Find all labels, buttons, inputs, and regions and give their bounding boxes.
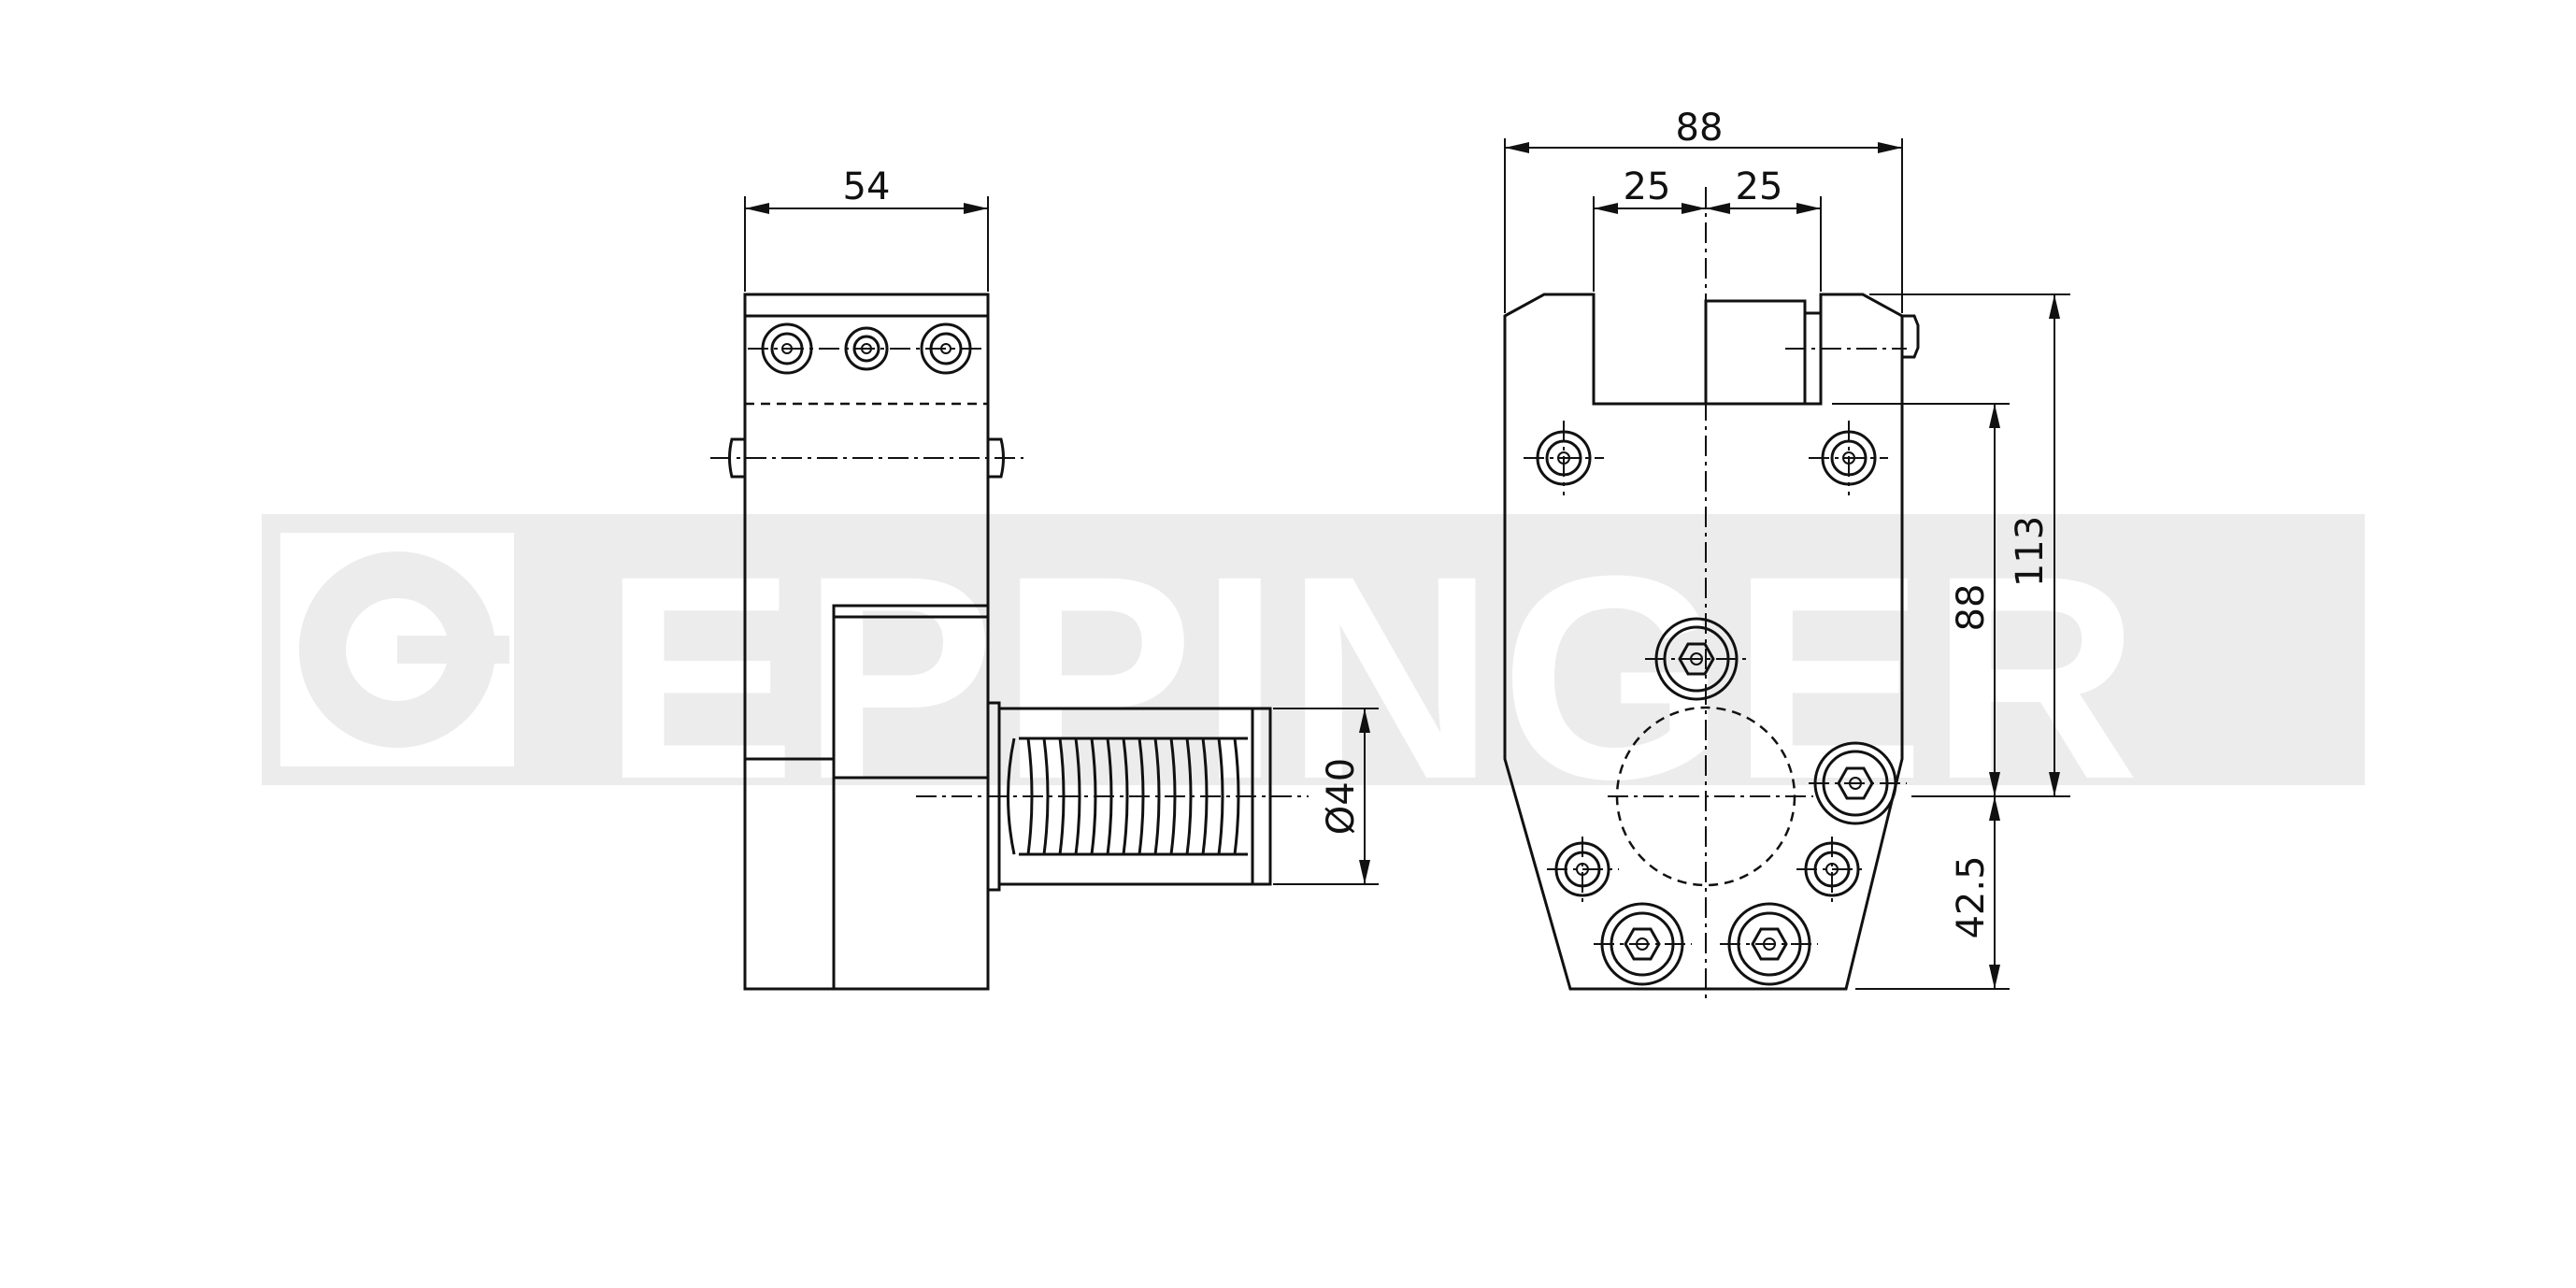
dim-25-left-label: 25 (1624, 165, 1671, 208)
front-view: 88 25 25 113 88 (1503, 107, 2070, 998)
thread-rib (1217, 737, 1224, 855)
watermark-logo (280, 533, 514, 766)
thread-rib (1042, 737, 1050, 855)
dim-42-5-label: 42.5 (1950, 855, 1993, 938)
front-screws (1524, 421, 1907, 986)
thread-rib (1074, 737, 1081, 855)
dim-54: 54 (744, 165, 989, 292)
front-body-outline (1503, 293, 1904, 991)
dim-diameter-label: Ø40 (1320, 758, 1363, 835)
dim-88-height-label: 88 (1950, 584, 1993, 632)
dim-113-label: 113 (2009, 516, 2052, 587)
top-screw-row (748, 322, 986, 375)
spindle-shank (916, 701, 1309, 892)
dim-diameter: Ø40 (1273, 708, 1379, 885)
dim-54-label: 54 (843, 165, 891, 208)
dim-113: 113 (1869, 293, 2070, 797)
watermark: EPPINGER (262, 514, 2365, 839)
clamp-block (1704, 299, 1807, 406)
dim-42-5: 42.5 (1855, 796, 2010, 990)
dim-88-width-label: 88 (1676, 107, 1724, 150)
side-view: 54 Ø40 (710, 165, 1379, 991)
dim-88-width: 88 (1504, 107, 1903, 313)
watermark-band (262, 514, 2365, 785)
dim-25-right-label: 25 (1736, 165, 1783, 208)
dim-25-pair: 25 25 (1593, 165, 1822, 292)
watermark-text: EPPINGER (603, 515, 2145, 839)
dim-88-height: 88 (1832, 403, 2010, 796)
thread-rib (1122, 737, 1129, 855)
